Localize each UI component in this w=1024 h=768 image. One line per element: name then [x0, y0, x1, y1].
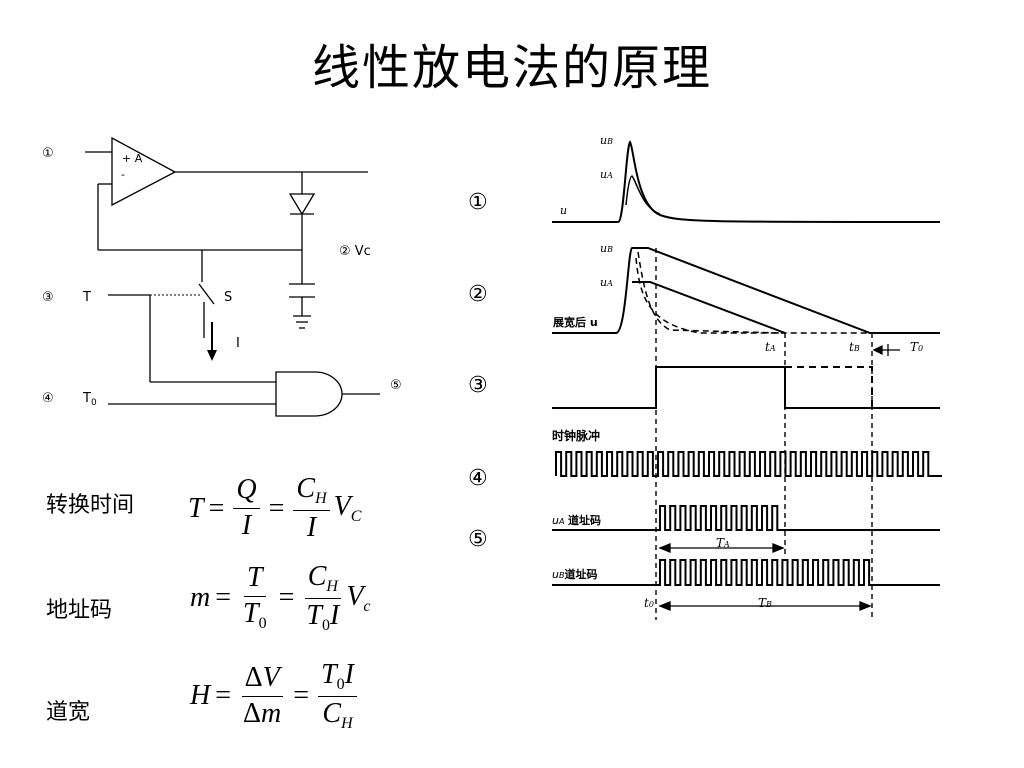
uB-stretch-label: uB: [600, 242, 613, 255]
current-arrow: [207, 350, 217, 361]
slide-title: 线性放电法的原理: [311, 40, 712, 96]
TB-label: TB: [758, 596, 772, 610]
circuit-node5: ⑤: [390, 378, 402, 393]
uA-peak-label: uA: [600, 168, 613, 181]
wave3-gate: [552, 366, 940, 409]
uA-stretch-label: uA: [600, 276, 613, 289]
clock-label: 时钟脉冲: [552, 429, 601, 443]
circuit-node2-vc: ② Vc: [339, 244, 371, 259]
waveform-marker-2: ②: [468, 282, 488, 307]
waveform-marker-1: ①: [468, 190, 488, 215]
wave2-uB: [552, 247, 940, 334]
TA-label: TA: [716, 536, 730, 550]
current-label: I: [236, 336, 240, 351]
tB-label: tB: [849, 340, 860, 354]
wave1-uB: [552, 140, 941, 223]
formula-label-address-code: 地址码: [46, 598, 113, 623]
op-amp: [111, 136, 177, 207]
waveform-marker-3: ③: [468, 373, 488, 398]
t0-label: T0: [83, 391, 97, 408]
t0-timing-label: t0: [644, 596, 654, 610]
waveform-marker-5: ⑤: [468, 527, 488, 552]
clock-pulse-train: [555, 451, 942, 477]
switch-label: S: [224, 290, 233, 305]
uB-address-pulses: [552, 559, 940, 586]
t-label: T: [83, 290, 91, 305]
wave1-uA: [625, 175, 661, 215]
tA-label: tA: [765, 340, 776, 354]
diode: [288, 193, 316, 216]
circuit-node4: ④: [42, 391, 54, 406]
uB-peak-label: uB: [600, 134, 613, 147]
amp-minus-label: -: [121, 168, 125, 181]
and-gate: [275, 371, 343, 417]
amp-plus-label: + A: [122, 152, 143, 165]
waveform-marker-4: ④: [468, 466, 488, 491]
switch: [198, 283, 215, 305]
circuit-node3: ③: [42, 290, 54, 305]
stretched-label: 展宽后 u: [553, 316, 598, 329]
circuit-node1: ①: [42, 146, 54, 161]
formula-label-channel-width: 道宽: [46, 700, 91, 725]
u-label: u: [560, 204, 568, 217]
T0-timing-label: T0: [910, 340, 924, 354]
uA-addr-label: uA 道址码: [552, 514, 601, 527]
uA-address-pulses: [552, 505, 940, 531]
wave2-uA: [632, 281, 786, 334]
formula-label-conversion-time: 转换时间: [46, 493, 135, 518]
uB-addr-label: uB道址码: [552, 568, 598, 581]
